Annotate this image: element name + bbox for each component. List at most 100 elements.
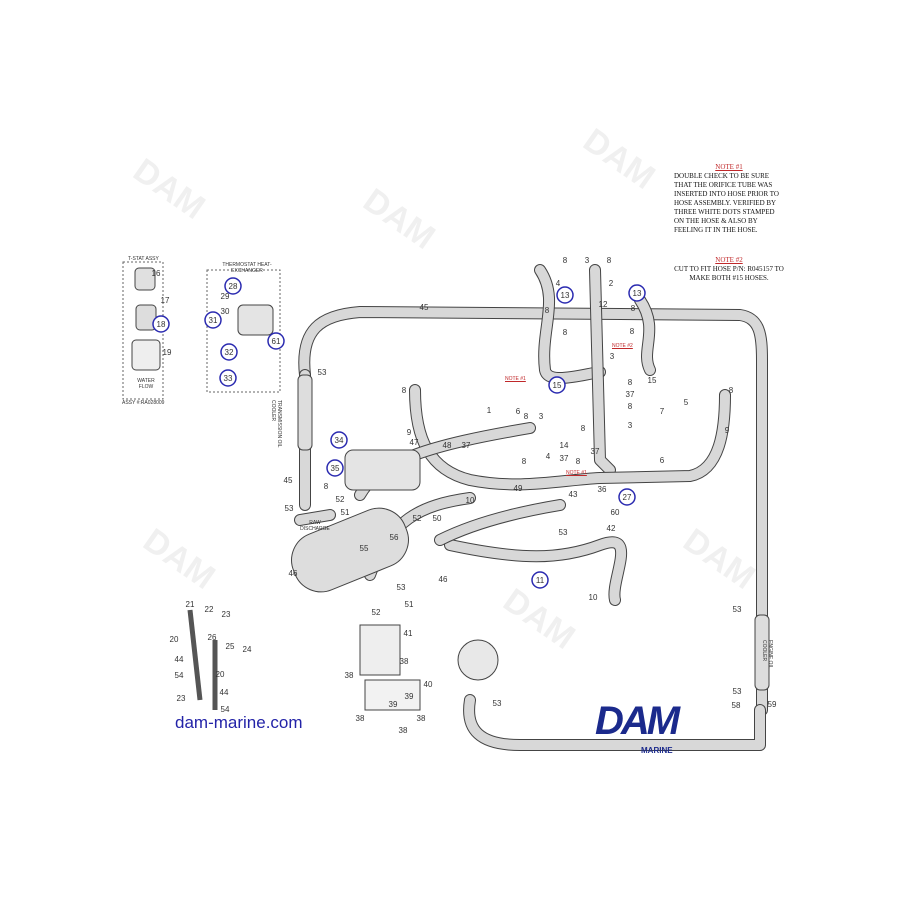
part-callout-8: 8 <box>524 412 529 421</box>
part-callout-8: 8 <box>631 304 636 313</box>
part-callout-20: 20 <box>170 635 179 644</box>
part-callout-4: 4 <box>556 279 561 288</box>
tstat-assy-title: T-STAT ASSY <box>128 256 159 262</box>
thermostat-inset-frame <box>206 269 281 393</box>
hose <box>445 537 627 605</box>
part-callout-10: 10 <box>589 593 598 602</box>
part-callout-11: 11 <box>536 576 545 585</box>
part-callout-8: 8 <box>324 482 329 491</box>
part-callout-54: 54 <box>221 705 230 714</box>
part-callout-51: 51 <box>341 508 350 517</box>
website-link[interactable]: dam-marine.com <box>175 713 303 732</box>
part-callout-53: 53 <box>733 605 742 614</box>
part-callout-9: 9 <box>407 428 412 437</box>
callout-circle <box>267 332 285 350</box>
part-callout-52: 52 <box>413 514 422 523</box>
part-callout-42: 42 <box>607 524 616 533</box>
part-callout-35: 35 <box>331 464 340 473</box>
part-callout-41: 41 <box>404 629 413 638</box>
note-marker: NOTE #2 <box>612 343 633 349</box>
part-callout-3: 3 <box>610 352 615 361</box>
note-2-body: CUT TO FIT HOSE P/N: R045157 TO MAKE BOT… <box>674 265 784 282</box>
part-callout-8: 8 <box>402 386 407 395</box>
part-callout-23: 23 <box>222 610 231 619</box>
part-callout-48: 48 <box>443 441 452 450</box>
part-callout-31: 31 <box>209 316 218 325</box>
part-callout-9: 9 <box>725 426 730 435</box>
callout-circle <box>152 315 170 333</box>
note-2-title: NOTE #2 <box>715 256 743 264</box>
note-1: NOTE #1 DOUBLE CHECK TO BE SURE THAT THE… <box>674 163 784 235</box>
part-callout-3: 3 <box>539 412 544 421</box>
hose <box>590 265 615 475</box>
callout-circle <box>548 376 566 394</box>
part-callout-44: 44 <box>220 688 229 697</box>
part-callout-53: 53 <box>285 504 294 513</box>
part-callout-33: 33 <box>224 374 233 383</box>
hose <box>535 265 605 383</box>
part-callout-8: 8 <box>563 328 568 337</box>
part-callout-53: 53 <box>397 583 406 592</box>
part-callout-8: 8 <box>522 457 527 466</box>
part-callout-6: 6 <box>660 456 665 465</box>
part-callout-30: 30 <box>221 307 230 316</box>
engine-oil-cooler <box>754 614 770 691</box>
dam-logo-subtitle: MARINE <box>641 746 673 755</box>
part-callout-26: 26 <box>208 633 217 642</box>
callout-circle <box>628 284 646 302</box>
part-callout-3: 3 <box>628 421 633 430</box>
part-callout-28: 28 <box>229 282 238 291</box>
part-callout-38: 38 <box>417 714 426 723</box>
hose <box>635 295 655 375</box>
part-callout-50: 50 <box>433 514 442 523</box>
part-callout-51: 51 <box>405 600 414 609</box>
part-callout-8: 8 <box>563 256 568 265</box>
part-callout-2: 2 <box>609 279 614 288</box>
part-callout-14: 14 <box>560 441 569 450</box>
hose <box>435 500 565 545</box>
part-callout-7: 7 <box>660 407 665 416</box>
part-callout-46: 46 <box>439 575 448 584</box>
tstat-cover <box>131 339 161 371</box>
hose <box>464 695 765 750</box>
part-callout-8: 8 <box>630 327 635 336</box>
part-callout-37: 37 <box>626 390 635 399</box>
part-callout-15: 15 <box>648 376 657 385</box>
coolant-reservoir <box>344 449 421 491</box>
part-callout-49: 49 <box>514 484 523 493</box>
part-callout-36: 36 <box>598 485 607 494</box>
part-callout-37: 37 <box>560 454 569 463</box>
tstat-assy-number: ASSY #:RA028009 <box>122 400 165 406</box>
part-callout-53: 53 <box>733 687 742 696</box>
part-callout-12: 12 <box>599 300 608 309</box>
part-callout-59: 59 <box>768 700 777 709</box>
part-callout-38: 38 <box>345 671 354 680</box>
part-callout-8: 8 <box>628 402 633 411</box>
callout-circle <box>204 311 222 329</box>
hose <box>295 510 335 525</box>
part-callout-21: 21 <box>186 600 195 609</box>
note-marker: NOTE #1 <box>505 376 526 382</box>
thermostat-housing <box>237 304 274 336</box>
callout-circle <box>531 571 549 589</box>
part-callout-54: 54 <box>175 671 184 680</box>
part-callout-20: 20 <box>216 670 225 679</box>
part-callout-8: 8 <box>607 256 612 265</box>
part-callout-18: 18 <box>157 320 166 329</box>
heat-exchanger <box>291 507 409 593</box>
part-callout-29: 29 <box>221 292 230 301</box>
part-callout-8: 8 <box>729 386 734 395</box>
part-callout-47: 47 <box>410 438 419 447</box>
part-callout-34: 34 <box>335 436 344 445</box>
part-callout-53: 53 <box>318 368 327 377</box>
part-callout-53: 53 <box>493 699 502 708</box>
part-callout-37: 37 <box>462 441 471 450</box>
callout-circle <box>556 286 574 304</box>
note-1-body: DOUBLE CHECK TO BE SURE THAT THE ORIFICE… <box>674 172 779 234</box>
thermostat-heat-exchanger-title: THERMOSTAT HEAT-EXCHANGER <box>222 262 272 274</box>
callout-circle <box>219 369 237 387</box>
part-callout-22: 22 <box>205 605 214 614</box>
mounting-bracket <box>364 679 421 711</box>
part-callout-17: 17 <box>161 296 170 305</box>
part-callout-38: 38 <box>356 714 365 723</box>
